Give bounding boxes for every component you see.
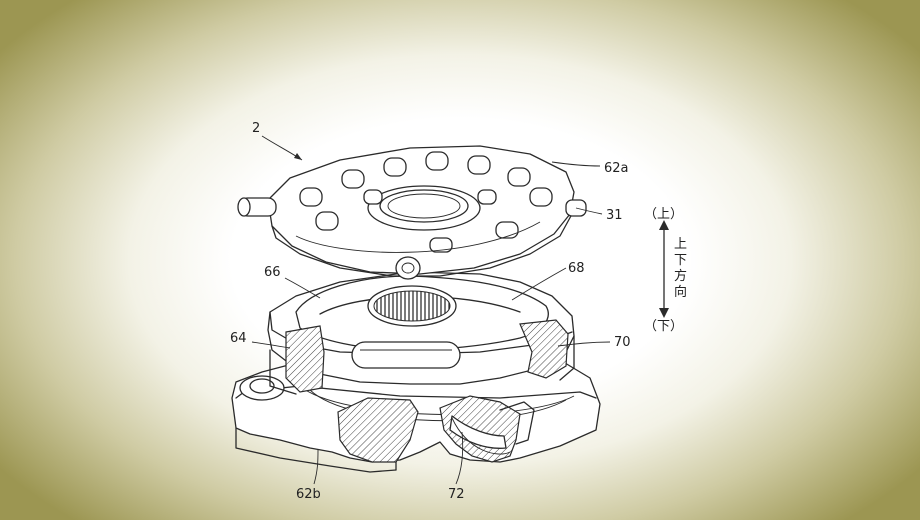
rotor-housing <box>267 271 575 395</box>
label-lower-case: 62b <box>296 487 321 502</box>
label-upper-plate: 62a <box>604 161 629 176</box>
axis-char-1: 上 <box>674 237 687 252</box>
leader-lines <box>251 135 611 485</box>
piston-ring <box>299 151 553 253</box>
upper-plate-62a <box>237 145 587 280</box>
axis-char-4: 向 <box>674 284 687 300</box>
axis-char-3: 方 <box>674 268 687 284</box>
label-right-chamber: 68 <box>568 261 585 276</box>
label-up: （上） <box>644 207 683 222</box>
direction-indicator <box>659 220 669 318</box>
label-right-wall: 70 <box>614 335 631 350</box>
label-shaft: 31 <box>606 208 623 223</box>
label-left-chamber: 66 <box>264 265 281 280</box>
label-down: （下） <box>644 319 683 334</box>
label-assembly: 2 <box>252 121 260 136</box>
label-bottom-part: 72 <box>448 487 465 502</box>
axis-char-2: 下 <box>674 253 687 268</box>
label-left-wall: 64 <box>230 331 247 346</box>
